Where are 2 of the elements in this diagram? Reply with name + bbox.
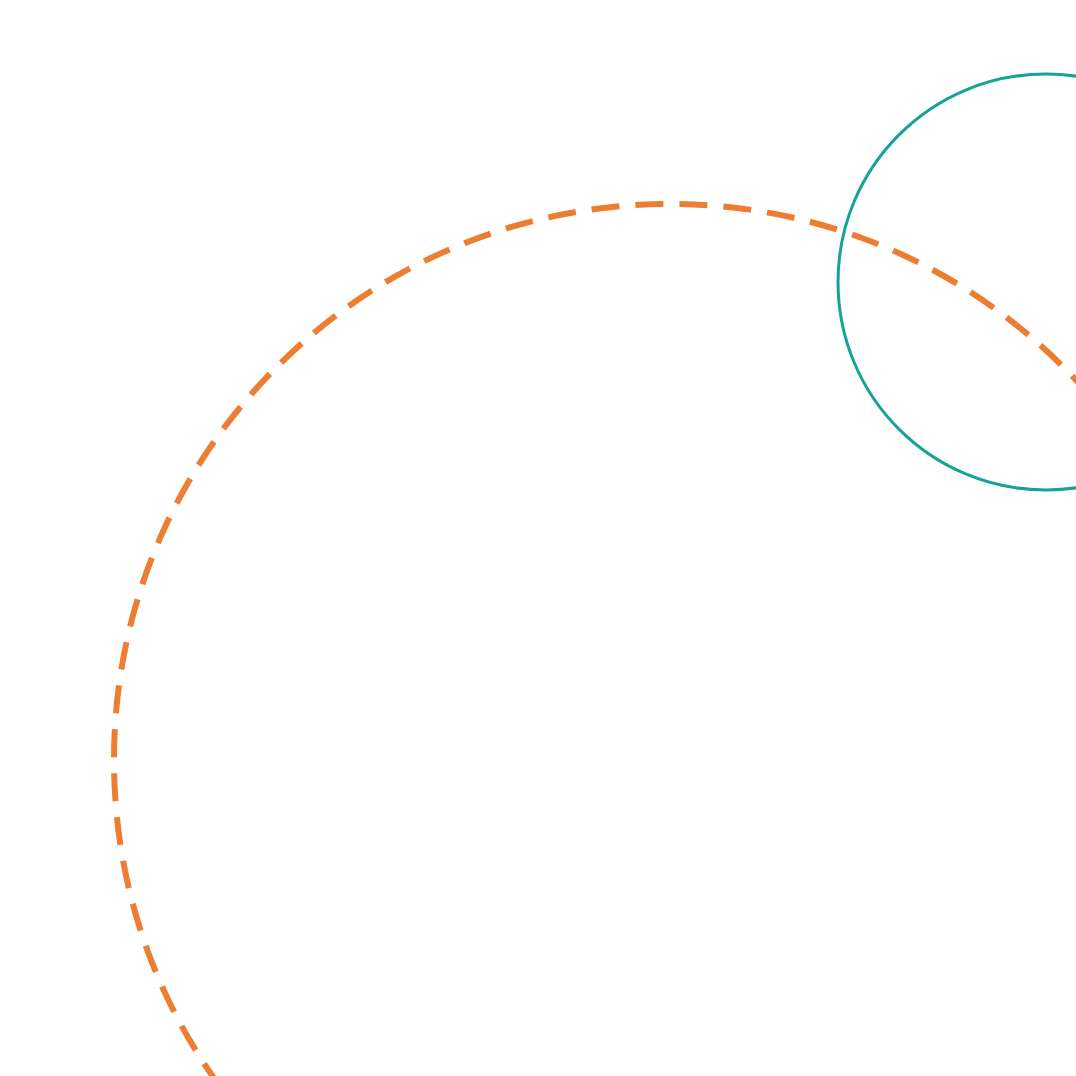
circle-outline: [836, 72, 1076, 492]
circle-outline: [111, 201, 1076, 1076]
